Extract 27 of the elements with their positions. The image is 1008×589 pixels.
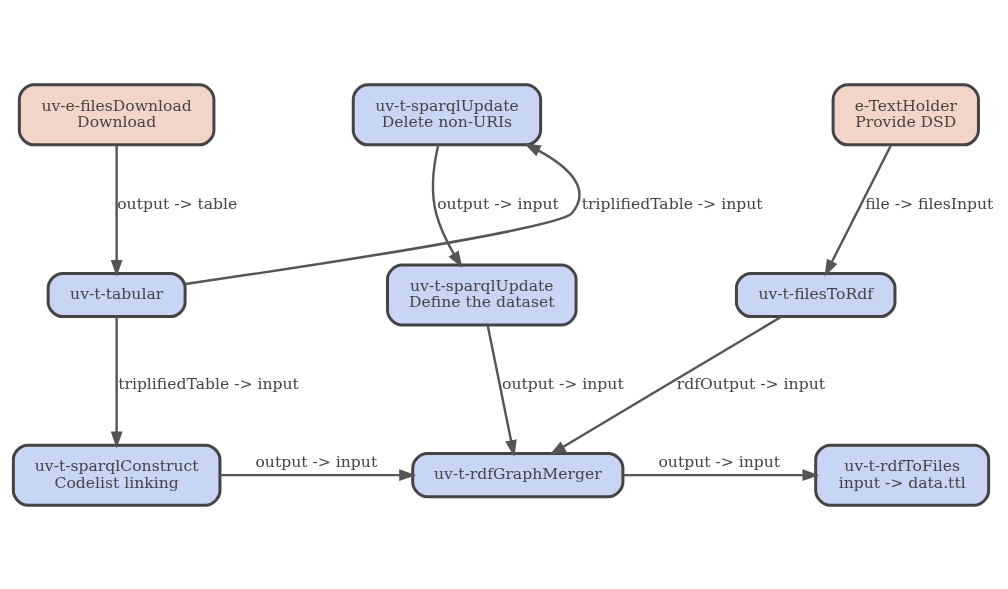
edge-label: output -> table [117,194,238,213]
arrow [110,144,123,277]
edge-label: rdfOutput -> input [676,374,825,393]
edge-label: output -> input [502,374,624,393]
node-box: uv-t-tabular [46,271,187,318]
node-box: uv-t-sparqlConstruct Codelist linking [11,443,222,507]
arrow [824,143,893,276]
arrow [110,316,123,448]
edge-label: triplifiedTable -> input [118,374,299,393]
edge-label: triplifiedTable -> input [581,194,763,213]
arrow [431,144,463,268]
edge-label: output -> input [255,452,378,471]
node-box: uv-t-sparqlUpdate Delete non-URIs [351,82,543,146]
arrow [185,142,581,285]
arrow [486,324,517,457]
node-box: uv-e-filesDownload Download [17,82,216,146]
node-box: uv-t-sparqlUpdate Define the dataset [386,262,578,327]
edge-label: file -> filesInput [865,194,994,213]
edge-label: output -> input [658,452,781,471]
edge-label: output -> input [437,194,559,213]
node-box: uv-t-rdfGraphMerger [411,451,625,498]
arrow [549,315,782,455]
node-box: e-TextHolder Provide DSD [831,82,980,146]
arrow [623,468,820,481]
node-box: uv-t-rdfToFiles input -> data.ttl [814,443,991,507]
arrow [219,468,417,481]
node-box: uv-t-filesToRdf [734,271,897,318]
